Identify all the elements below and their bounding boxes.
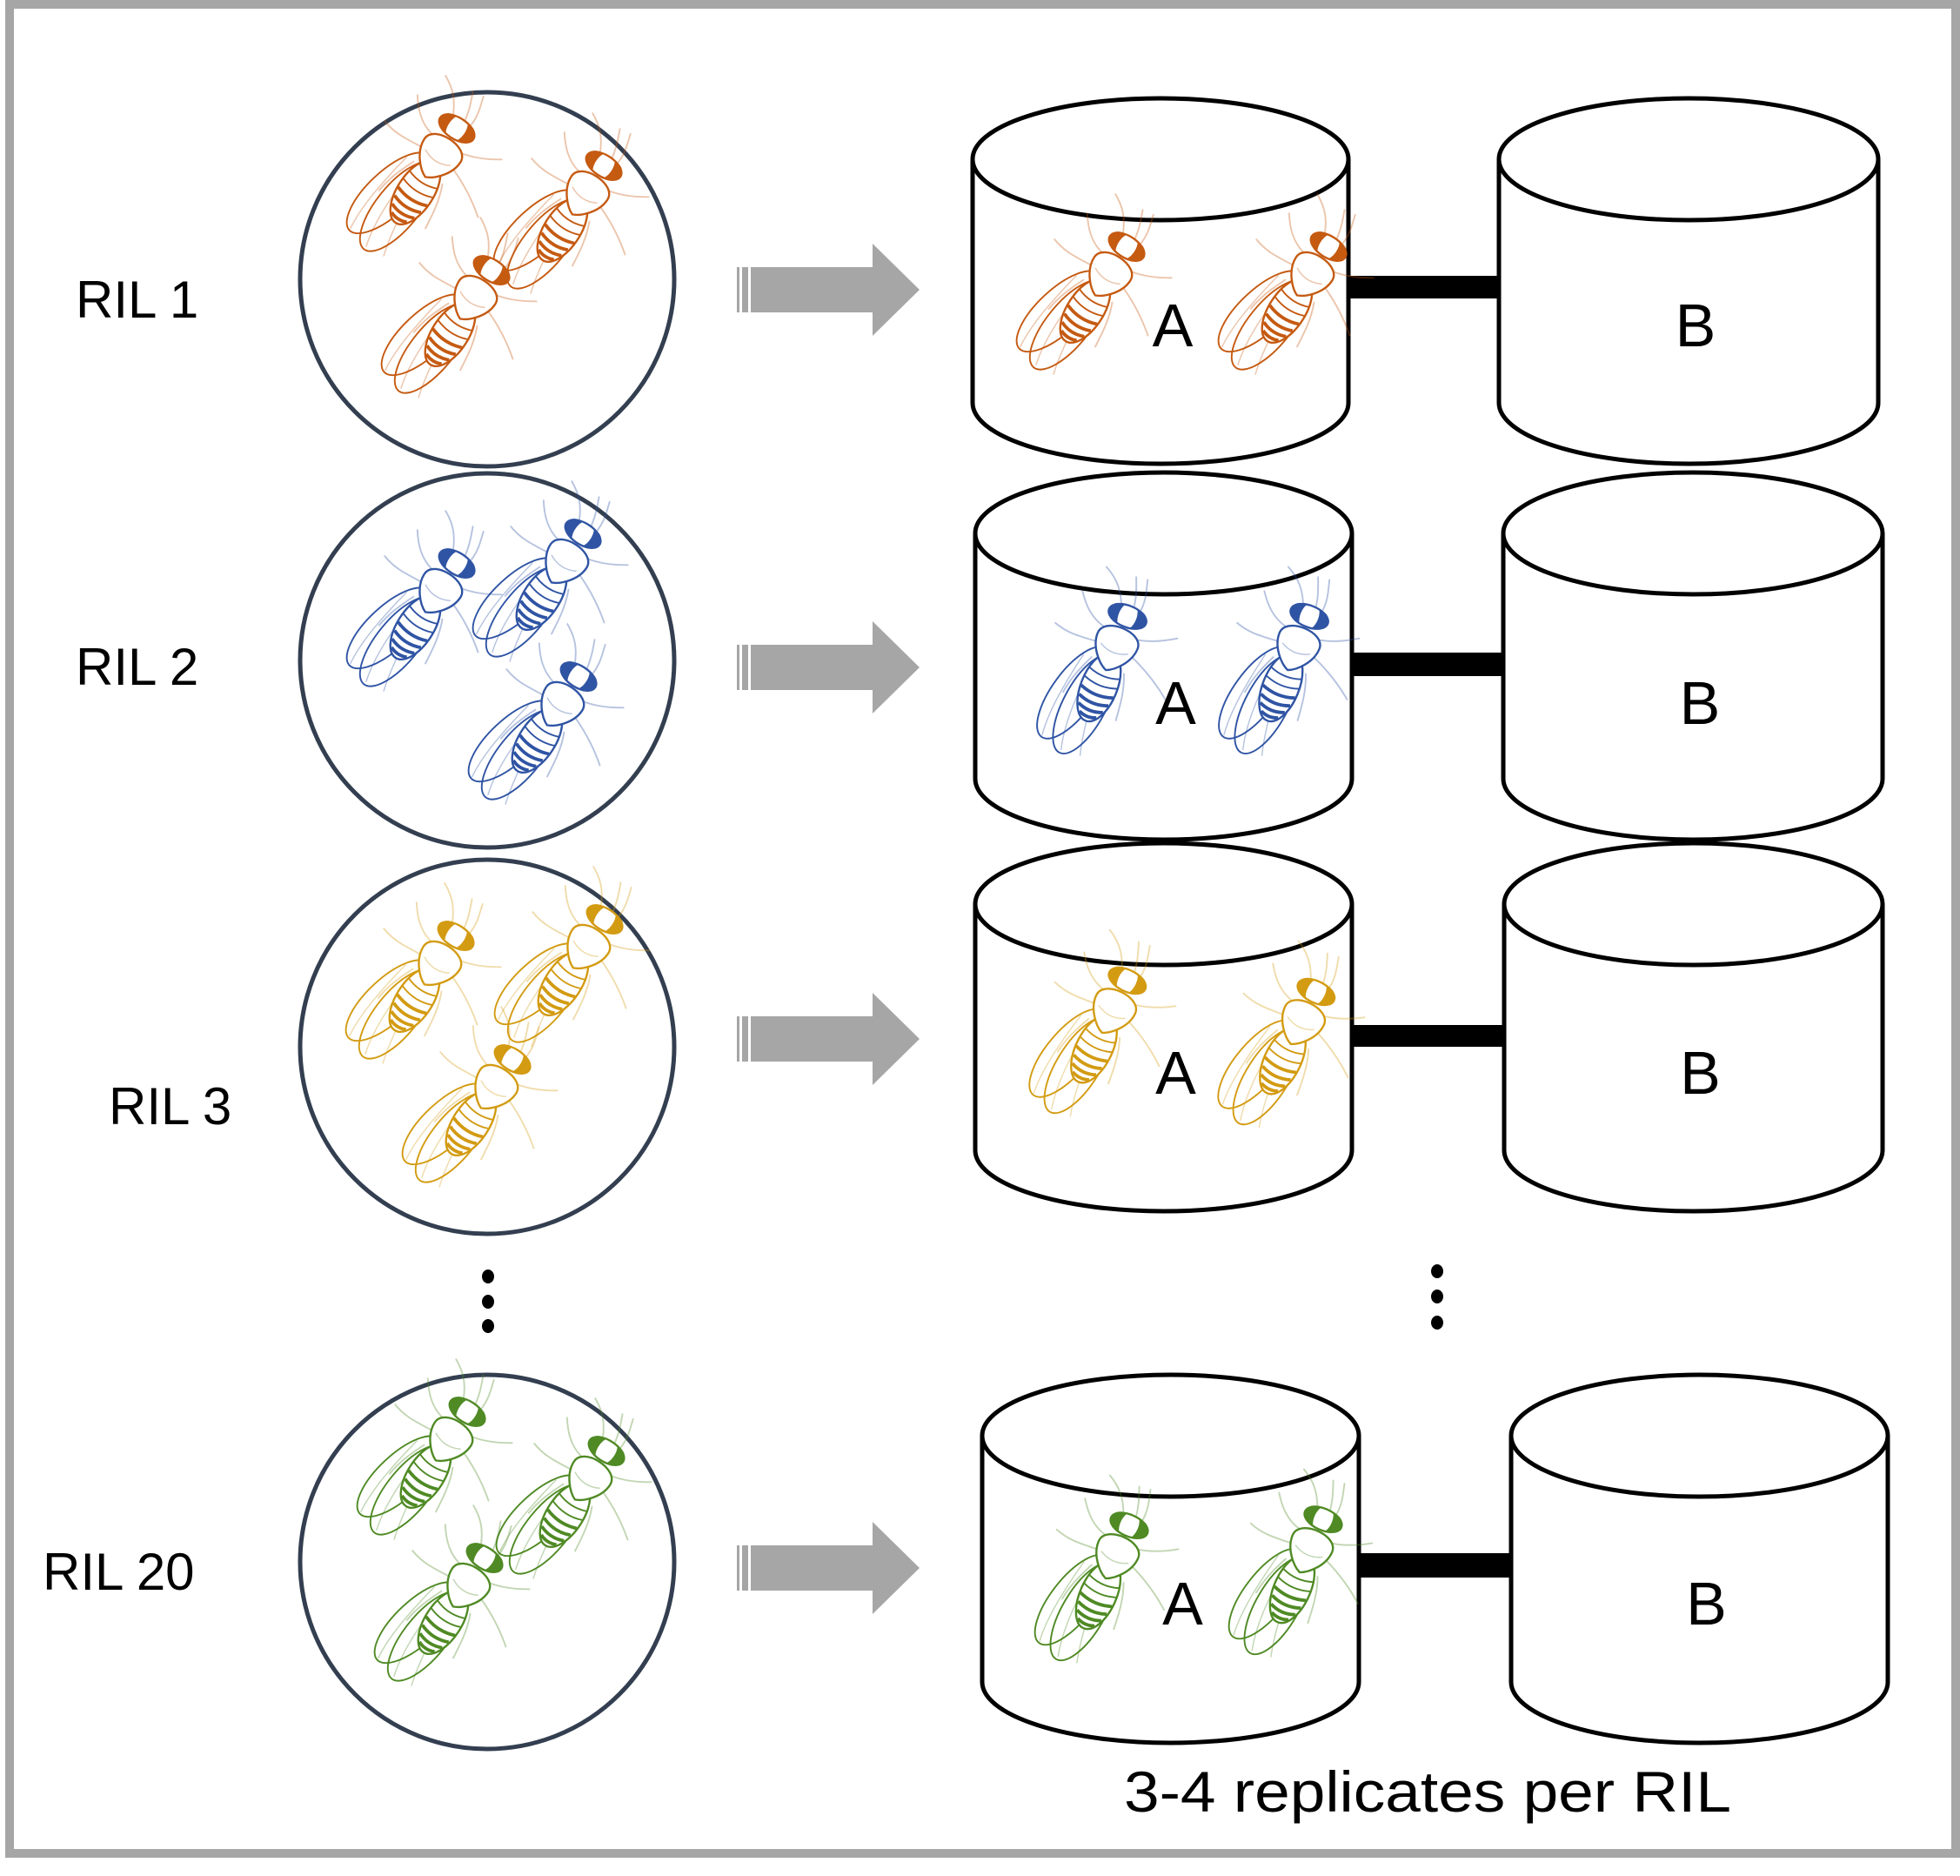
chamber-top-opening	[973, 841, 1355, 968]
chamber-top-opening	[1501, 470, 1885, 597]
chamber-a-label: A	[1155, 1039, 1196, 1107]
chamber-top-opening	[1496, 96, 1881, 223]
arrow-body	[751, 993, 920, 1085]
ellipsis-dot	[482, 1319, 494, 1333]
transfer-arrow-icon	[737, 244, 920, 336]
chamber-a: A	[970, 96, 1408, 466]
transfer-arrow-icon	[737, 1522, 920, 1614]
chamber-a: A	[980, 1372, 1402, 1745]
chamber-body	[973, 533, 1355, 842]
chamber-b-label: B	[1680, 1039, 1721, 1107]
chamber-connector	[1350, 653, 1505, 676]
chamber-b: B	[1508, 1372, 1890, 1745]
source-vial	[298, 1340, 686, 1752]
ril-row: RIL 3 A B	[109, 841, 1885, 1236]
chamber-a-label: A	[1162, 1570, 1203, 1638]
chamber-top-opening	[980, 1372, 1361, 1499]
ellipsis-dot	[1431, 1290, 1443, 1303]
chamber-top-opening	[973, 470, 1355, 597]
chamber-body	[1501, 533, 1885, 842]
vial-circle	[298, 471, 677, 850]
ril-label: RIL 3	[109, 1077, 231, 1136]
ril-label: RIL 20	[43, 1543, 195, 1601]
chamber-connector	[1350, 1025, 1506, 1047]
arrow-tail-stripe	[742, 1545, 748, 1591]
source-vial	[298, 848, 685, 1236]
chamber-b-label: B	[1676, 291, 1716, 359]
ril-row: RIL 20 A B	[43, 1340, 1890, 1752]
arrow-tail-stripe	[742, 645, 748, 690]
ellipsis-chambers	[1431, 1264, 1443, 1330]
ellipsis-dot	[1431, 1316, 1443, 1330]
chamber-top-opening	[1508, 1372, 1890, 1499]
chamber-b: B	[1496, 96, 1881, 466]
ril-row: RIL 1 A B	[76, 57, 1881, 469]
chamber-b: B	[1501, 470, 1885, 842]
chamber-body	[1508, 1436, 1890, 1745]
arrow-tail-stripe	[737, 645, 739, 690]
chamber-a-label: A	[1153, 291, 1194, 359]
source-vial	[298, 462, 677, 850]
chamber-a: A	[973, 470, 1388, 842]
transfer-arrow-icon	[737, 993, 920, 1085]
source-vial	[298, 57, 684, 469]
ril-label: RIL 1	[76, 271, 198, 329]
chamber-a: A	[973, 841, 1395, 1214]
ellipsis-dot	[1431, 1264, 1443, 1278]
ellipsis-dot	[482, 1270, 494, 1283]
chamber-body	[970, 159, 1351, 466]
chamber-connector	[1347, 276, 1501, 298]
chamber-body	[1502, 904, 1885, 1214]
chamber-connector	[1357, 1553, 1513, 1578]
chamber-b-label: B	[1686, 1570, 1727, 1638]
chamber-body	[980, 1436, 1361, 1745]
arrow-tail-stripe	[742, 267, 748, 312]
replicates-caption: 3-4 replicates per RIL	[1124, 1759, 1731, 1824]
arrow-body	[751, 621, 920, 714]
ril-row: RIL 2 A B	[76, 462, 1885, 850]
chamber-b-label: B	[1680, 669, 1721, 737]
ellipsis-vials	[482, 1270, 494, 1333]
ellipsis-dot	[482, 1295, 494, 1309]
chamber-a-label: A	[1155, 669, 1196, 737]
ril-label: RIL 2	[76, 638, 198, 696]
chamber-top-opening	[970, 96, 1351, 223]
arrow-tail-stripe	[737, 1545, 739, 1591]
rows: RIL 1 A B RIL 2 A B RIL 3 A B RIL 20 A B	[43, 57, 1890, 1752]
chamber-body	[973, 904, 1355, 1214]
arrow-body	[751, 1522, 920, 1614]
chamber-top-opening	[1502, 841, 1885, 968]
chamber-b: B	[1502, 841, 1885, 1214]
chamber-body	[1496, 159, 1881, 466]
arrow-tail-stripe	[742, 1016, 748, 1062]
transfer-arrow-icon	[737, 621, 920, 714]
arrow-tail-stripe	[737, 267, 739, 312]
arrow-body	[751, 244, 920, 336]
arrow-tail-stripe	[737, 1016, 739, 1062]
